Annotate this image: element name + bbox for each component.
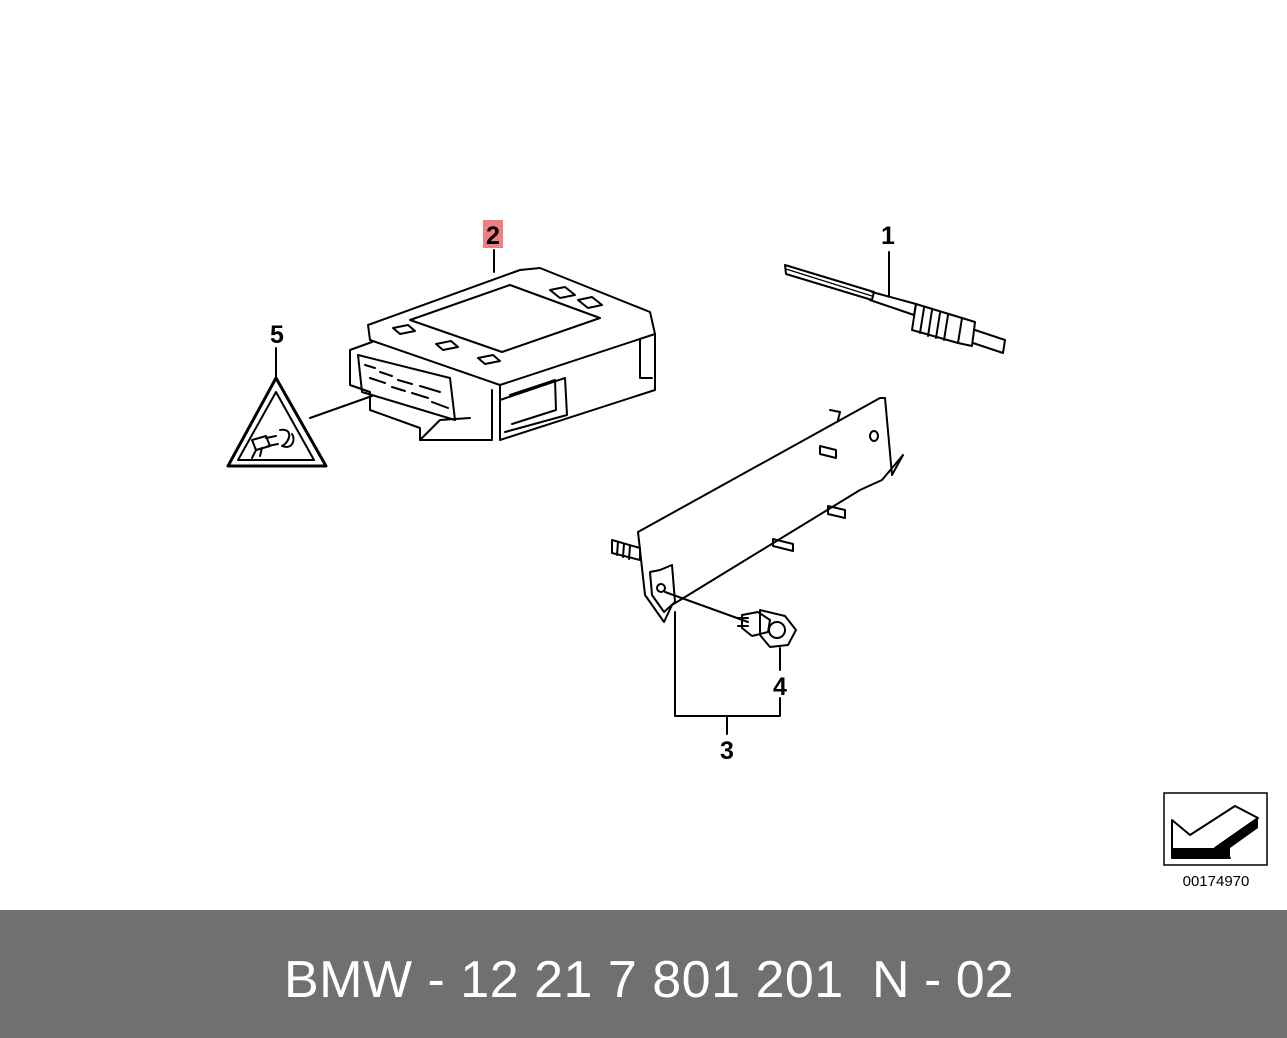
part-code: N - 02	[872, 951, 1014, 1009]
callout-2: 2	[486, 222, 500, 250]
mounting-bracket[interactable]	[611, 397, 904, 623]
leader-line-bolt	[664, 591, 749, 623]
leader-line-5-to-unit	[309, 395, 373, 419]
diagram-reference-number: 00174970	[1183, 873, 1250, 890]
part-number-title: BMW - 12 21 7 801 201	[284, 951, 844, 1009]
glow-plug[interactable]	[784, 264, 1006, 354]
glow-plug-control-unit[interactable]	[349, 267, 656, 441]
orientation-arrow-icon	[1163, 792, 1268, 866]
callout-2-highlight	[483, 220, 503, 248]
callout-3: 3	[720, 737, 734, 765]
footer-bar	[0, 910, 1287, 1038]
warning-label-triangle[interactable]	[226, 376, 328, 468]
callout-5: 5	[270, 321, 284, 349]
leader-line-3-group	[674, 611, 781, 717]
callout-1: 1	[881, 222, 895, 250]
parts-diagram: 1 2 3 4 5 00174970	[226, 220, 1268, 890]
hex-nut[interactable]	[737, 609, 797, 648]
callout-4: 4	[773, 673, 787, 701]
